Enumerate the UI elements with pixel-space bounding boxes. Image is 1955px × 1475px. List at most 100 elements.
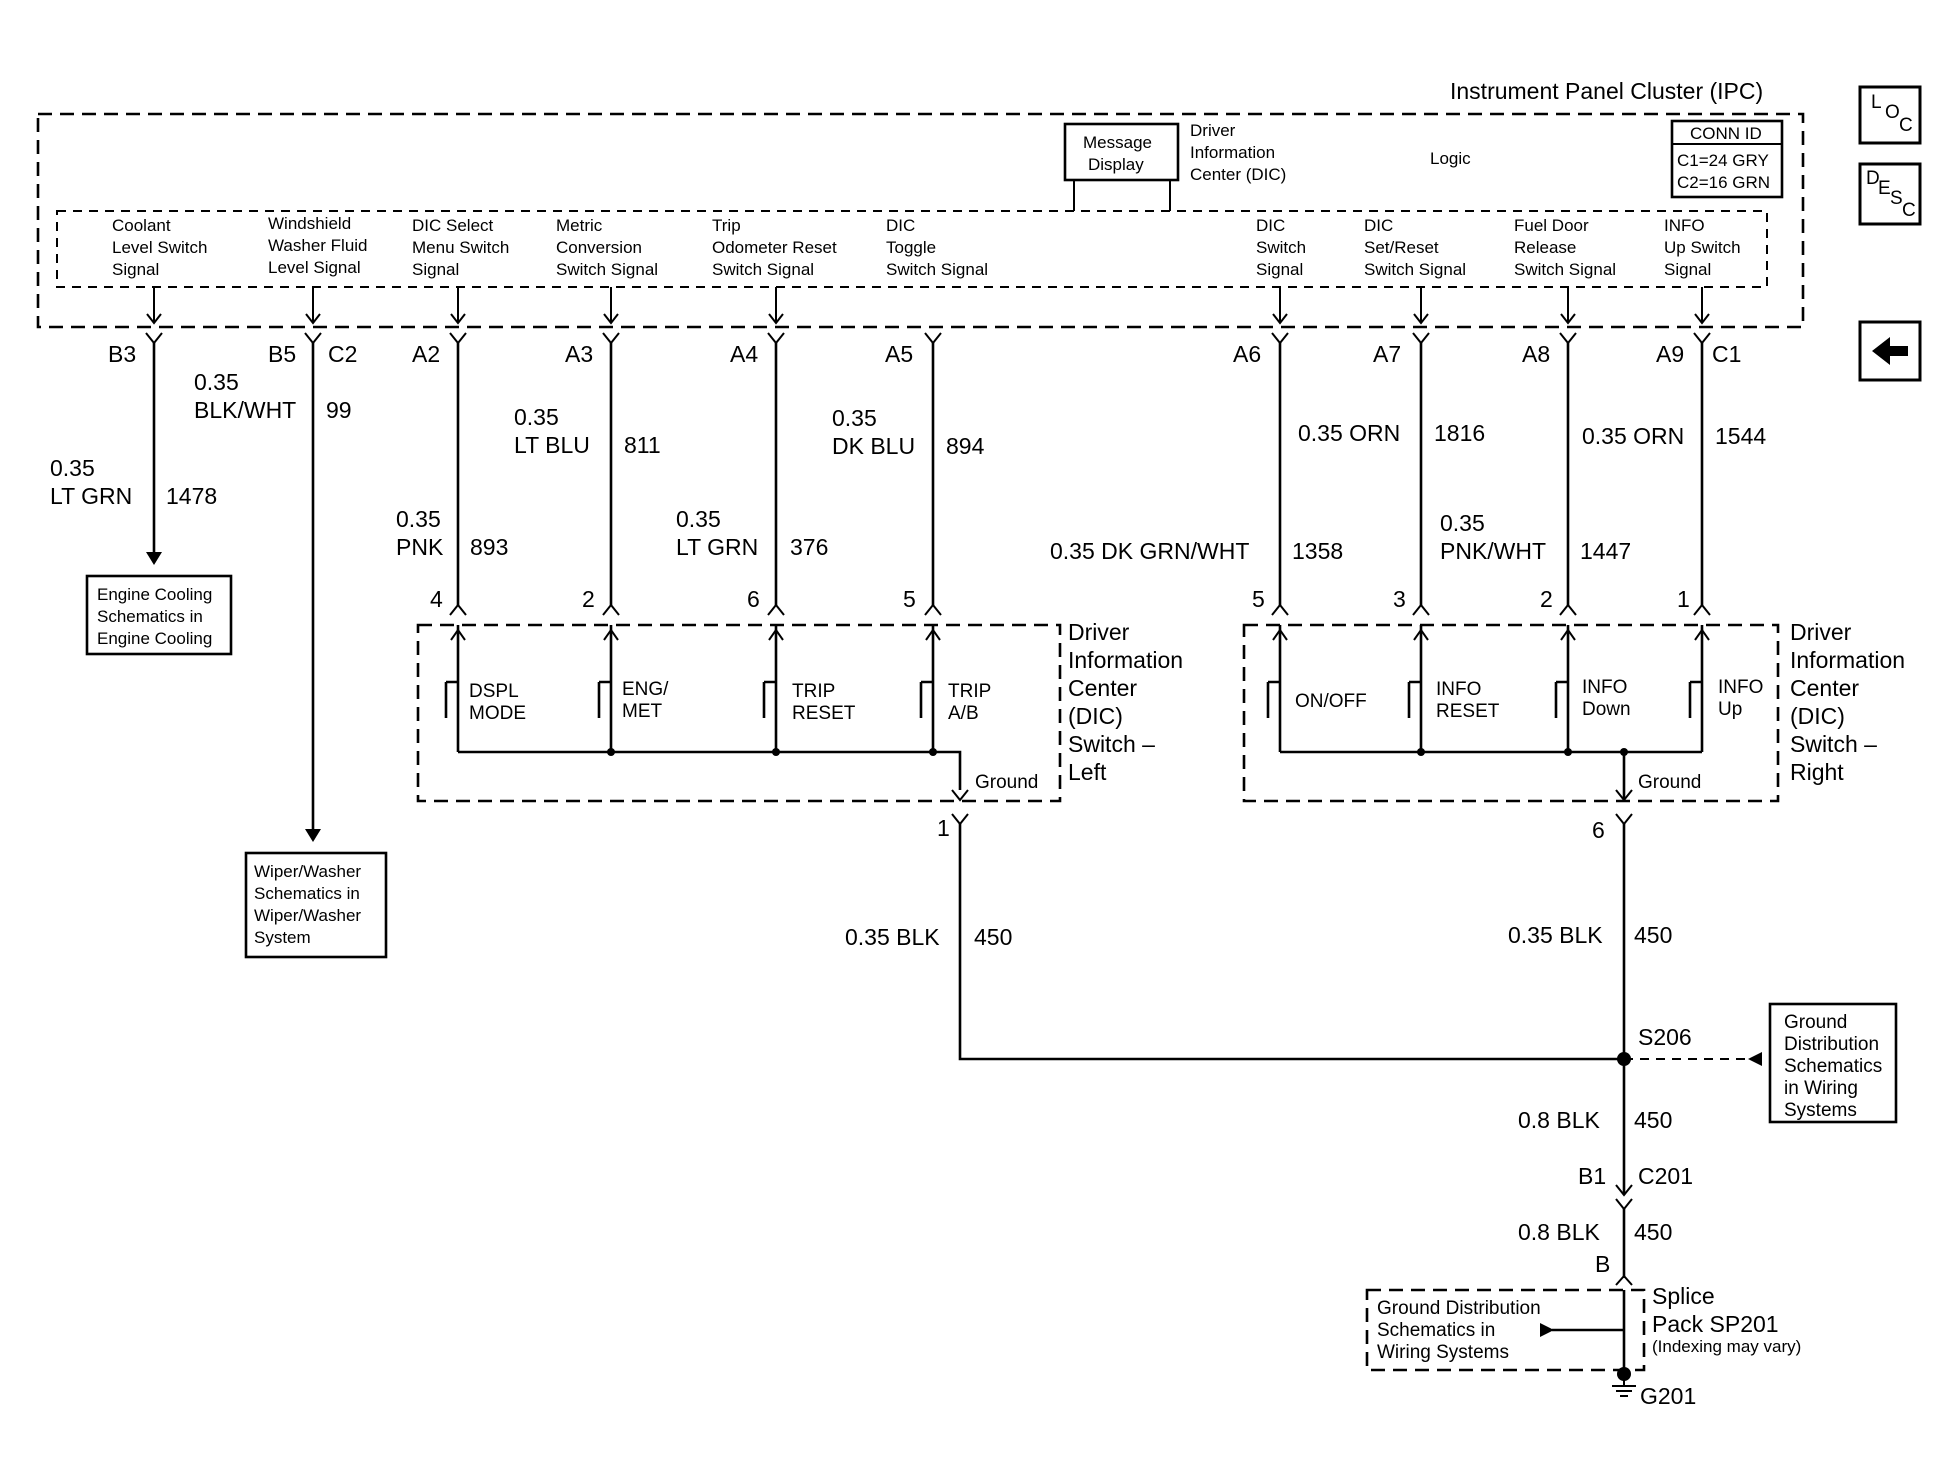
w376-size: 0.35 <box>676 506 721 532</box>
gnd-c201-label: 0.8 BLK <box>1518 1219 1600 1245</box>
ref-ground-distribution[interactable]: Ground Distribution Schematics in Wiring… <box>1768 1002 1898 1124</box>
signal-toggle-1: DIC <box>886 216 915 235</box>
wire-labels: 0.35 LT GRN 1478 0.35 BLK/WHT 99 0.35 PN… <box>50 369 1766 564</box>
pin-b5: B5 <box>268 341 296 367</box>
w894-color: DK BLU <box>832 433 915 459</box>
ref-gnd-4: in Wiring <box>1784 1078 1858 1099</box>
ref-engine-cooling-3: Engine Cooling <box>97 629 212 648</box>
dic-right-title-4: (DIC) <box>1790 703 1845 729</box>
c201-pin-b1: B1 <box>1578 1163 1606 1189</box>
ipc-signal-arrows <box>146 287 1710 325</box>
w1358-label: 0.35 DK GRN/WHT <box>1050 538 1249 564</box>
sw-info-down-2: Down <box>1582 699 1631 720</box>
pin-a9: A9 <box>1656 341 1684 367</box>
sw-info-down-1: INFO <box>1582 677 1627 698</box>
loc-l: L <box>1871 92 1882 113</box>
signal-fuel-door-3: Switch Signal <box>1514 260 1616 279</box>
pin-c2: C2 <box>328 341 357 367</box>
w99-color: BLK/WHT <box>194 397 296 423</box>
splice-ref-3: Wiring Systems <box>1377 1342 1509 1363</box>
signal-coolant-2: Level Switch <box>112 238 207 257</box>
message-display-line2: Display <box>1088 155 1144 174</box>
sw-engmet-2: MET <box>622 701 663 722</box>
pin-a8: A8 <box>1522 341 1550 367</box>
pin-b3: B3 <box>108 341 136 367</box>
w1478-color: LT GRN <box>50 483 132 509</box>
gnd-left-circuit: 450 <box>974 924 1012 950</box>
signal-menu-2: Menu Switch <box>412 238 509 257</box>
ipc-connectors <box>145 332 1711 345</box>
signal-coolant-1: Coolant <box>112 216 171 235</box>
loc-c: C <box>1899 115 1913 136</box>
w894-circuit: 894 <box>946 433 985 459</box>
signal-metric-3: Switch Signal <box>556 260 658 279</box>
signal-fuel-door-1: Fuel Door <box>1514 216 1589 235</box>
signal-toggle-2: Toggle <box>886 238 936 257</box>
signal-info-up-3: Signal <box>1664 260 1711 279</box>
loc-button[interactable]: L O C <box>1858 85 1922 145</box>
pin-a2: A2 <box>412 341 440 367</box>
sw-trip-ab-1: TRIP <box>948 681 991 702</box>
signal-menu-1: DIC Select <box>412 216 494 235</box>
signal-set-reset-1: DIC <box>1364 216 1393 235</box>
splice-pin-b: B <box>1595 1251 1610 1277</box>
sw-dspl-2: MODE <box>469 703 526 724</box>
dic-left-pin-6: 6 <box>747 586 760 612</box>
sw-engmet-1: ENG/ <box>622 679 669 700</box>
ref-wiper-3: Wiper/Washer <box>254 906 361 925</box>
pin-a6: A6 <box>1233 341 1261 367</box>
splice-ref-2: Schematics in <box>1377 1320 1495 1341</box>
dic-label-3: Center (DIC) <box>1190 165 1286 184</box>
dic-right-ground: Ground <box>1638 772 1701 793</box>
desc-button[interactable]: D E S C <box>1858 162 1922 226</box>
pin-a5: A5 <box>885 341 913 367</box>
signal-trip-1: Trip <box>712 216 741 235</box>
gnd-left-label: 0.35 BLK <box>845 924 940 950</box>
signal-trip-2: Odometer Reset <box>712 238 837 257</box>
sw-info-up-2: Up <box>1718 699 1742 720</box>
sw-info-up-1: INFO <box>1718 677 1763 698</box>
dic-left-title-3: Center <box>1068 675 1137 701</box>
splice-ref-1: Ground Distribution <box>1377 1298 1541 1319</box>
w1478-size: 0.35 <box>50 455 95 481</box>
c201-label: C201 <box>1638 1163 1693 1189</box>
w811-color: LT BLU <box>514 432 590 458</box>
w99-size: 0.35 <box>194 369 239 395</box>
pin-labels: B3 B5 C2 A2 A3 A4 A5 A6 A7 A8 A9 C1 <box>108 341 1741 367</box>
signal-set-reset-3: Switch Signal <box>1364 260 1466 279</box>
ref-gnd-3: Schematics <box>1784 1056 1882 1077</box>
ref-gnd-5: Systems <box>1784 1100 1857 1121</box>
ref-wiper-washer[interactable]: Wiper/Washer Schematics in Wiper/Washer … <box>244 851 388 959</box>
dic-right-pin-2: 2 <box>1540 586 1553 612</box>
sw-dspl-1: DSPL <box>469 681 519 702</box>
ref-gnd-2: Distribution <box>1784 1034 1879 1055</box>
back-button[interactable] <box>1858 320 1922 382</box>
ref-gnd-1: Ground <box>1784 1012 1847 1033</box>
conn-id-c2: C2=16 GRN <box>1677 173 1770 192</box>
splice-pack-note: (Indexing may vary) <box>1652 1337 1801 1356</box>
signal-washer-3: Level Signal <box>268 258 361 277</box>
ref-wiper-2: Schematics in <box>254 884 360 903</box>
w1816-circuit: 1816 <box>1434 420 1485 446</box>
ref-engine-cooling[interactable]: Engine Cooling Schematics in Engine Cool… <box>85 574 233 656</box>
sw-trip-ab-2: A/B <box>948 703 979 724</box>
dic-right-title-6: Right <box>1790 759 1844 785</box>
signal-dic-switch-2: Switch <box>1256 238 1306 257</box>
gnd-right-label: 0.35 BLK <box>1508 922 1603 948</box>
dic-left-title-6: Left <box>1068 759 1107 785</box>
splice-pack-1: Splice <box>1652 1283 1715 1309</box>
ipc-title: Instrument Panel Cluster (IPC) <box>1450 78 1763 104</box>
dic-left-title-5: Switch – <box>1068 731 1155 757</box>
signal-washer-2: Washer Fluid <box>268 236 368 255</box>
dic-left-title-4: (DIC) <box>1068 703 1123 729</box>
ground-circuit: 1 0.35 BLK 450 6 0.35 BLK 450 S206 0.8 B… <box>845 813 1801 1409</box>
w1447-size: 0.35 <box>1440 510 1485 536</box>
ipc-signal-labels: Coolant Level Switch Signal Windshield W… <box>112 214 1741 279</box>
w376-color: LT GRN <box>676 534 758 560</box>
dic-right-pin-3: 3 <box>1393 586 1406 612</box>
signal-trip-3: Switch Signal <box>712 260 814 279</box>
dic-right-title-5: Switch – <box>1790 731 1877 757</box>
dic-left-title-1: Driver <box>1068 619 1130 645</box>
dic-switch-left: 4 2 6 5 DSPL MODE ENG/ MET TRIP RESET TR… <box>416 586 1183 803</box>
w893-size: 0.35 <box>396 506 441 532</box>
